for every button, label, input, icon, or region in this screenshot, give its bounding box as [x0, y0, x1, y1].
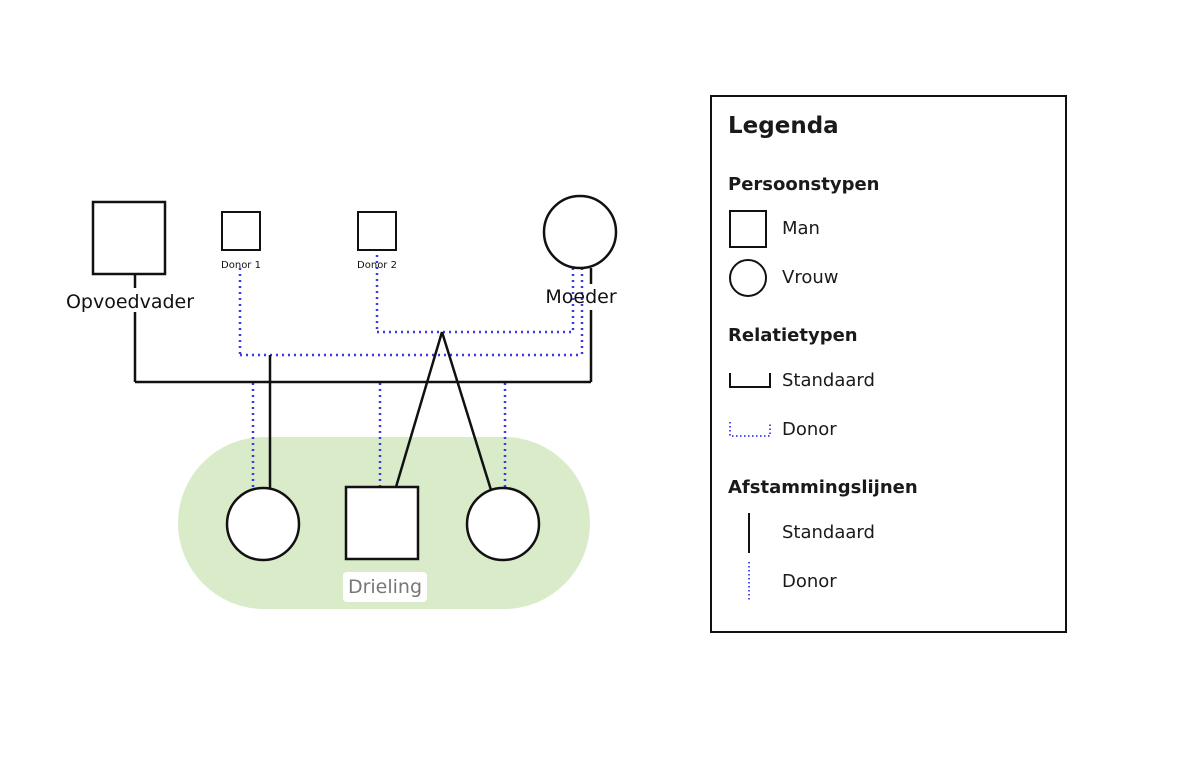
legend: Legenda Persoonstypen Man Vrouw Relatiet… [710, 95, 1067, 633]
legend-relation-donor-label: Donor [782, 419, 837, 440]
standard-lines [133, 268, 593, 491]
group-label: Drieling [348, 576, 422, 598]
legend-item-male: Man [728, 209, 1048, 249]
mother-label: Moeder [545, 286, 616, 308]
legend-relation-types-heading: Relatietypen [728, 325, 858, 346]
standard-descent-icon [748, 513, 750, 553]
legend-relation-standard-label: Standaard [782, 370, 875, 391]
legend-item-descent-donor: Donor [728, 562, 1048, 602]
legend-title: Legenda [728, 113, 839, 139]
donor-relation-icon [729, 422, 771, 437]
donor2-square [357, 211, 397, 251]
child3-circle [465, 486, 541, 562]
legend-male-label: Man [782, 218, 820, 239]
donor-lines [238, 255, 584, 488]
donor2-label: Donor 2 [357, 260, 397, 271]
foster-father-label: Opvoedvader [66, 291, 194, 313]
triplet-fork-left [394, 331, 444, 488]
donor1-label: Donor 1 [221, 260, 261, 271]
group-label-background [343, 572, 427, 602]
legend-descent-lines-heading: Afstammingslijnen [728, 477, 918, 498]
child2-square [344, 485, 420, 561]
child1-circle [225, 486, 301, 562]
standard-relation-icon [729, 373, 771, 388]
legend-female-label: Vrouw [782, 267, 839, 288]
triplet-fork-right [440, 331, 493, 491]
square-icon [729, 210, 767, 248]
legend-item-relation-donor: Donor [728, 410, 1048, 450]
legend-item-relation-standard: Standaard [728, 361, 1048, 401]
donor-descent-icon [748, 562, 750, 602]
legend-descent-standard-label: Standaard [782, 522, 875, 543]
legend-descent-donor-label: Donor [782, 571, 837, 592]
legend-person-types-heading: Persoonstypen [728, 174, 880, 195]
legend-item-descent-standard: Standaard [728, 513, 1048, 553]
donor1-square [221, 211, 261, 251]
legend-item-female: Vrouw [728, 258, 1048, 298]
mother-circle [542, 194, 618, 270]
circle-icon [729, 259, 767, 297]
pedigree-diagram: Drieling Opvoedvader Moeder Donor 1 Dono… [66, 194, 618, 609]
foster-father-square [91, 200, 167, 276]
